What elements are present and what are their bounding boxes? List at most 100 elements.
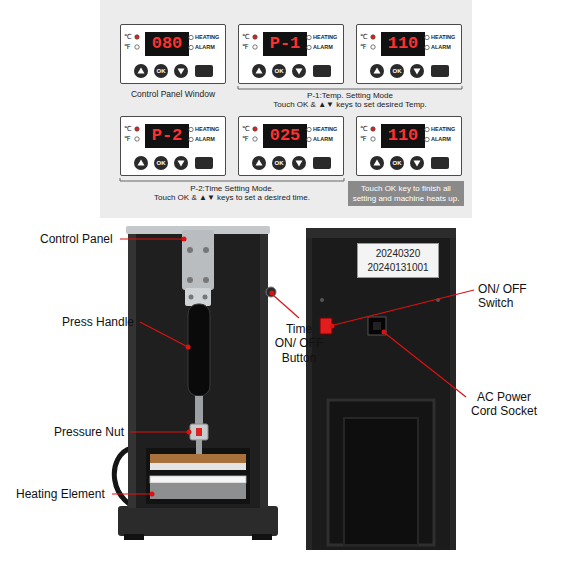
fahrenheit-indicator: ℉ xyxy=(124,43,131,51)
part-label: Pressure Nut xyxy=(54,425,124,439)
indicator-led xyxy=(425,137,429,141)
celsius-indicator: ℃ xyxy=(124,33,132,41)
upper-plate xyxy=(150,463,246,470)
display-window xyxy=(381,32,425,56)
ok-button-label: OK xyxy=(272,158,286,168)
leader-line xyxy=(273,295,299,318)
up-arrow-symbol xyxy=(138,160,145,166)
panel-button xyxy=(431,157,449,169)
indicator-led xyxy=(425,45,429,49)
indicator-led xyxy=(307,45,311,49)
display-digits: P-1 xyxy=(263,32,307,56)
panel-button xyxy=(174,156,188,170)
panel-button xyxy=(313,65,331,77)
indicator-led xyxy=(135,127,139,131)
bolt xyxy=(203,277,209,283)
panel-button xyxy=(390,156,404,170)
leader-dot xyxy=(330,324,335,329)
control-panel: P-2℃℉HEATINGALARMOK xyxy=(120,116,226,176)
panel-button xyxy=(195,157,213,169)
caption: P-1:Temp. Setting Mode xyxy=(238,91,462,101)
fahrenheit-indicator: ℉ xyxy=(360,135,367,143)
leader-lines xyxy=(112,239,474,494)
indicator-led xyxy=(253,127,257,131)
leader-dot xyxy=(270,291,275,296)
display-digits: P-2 xyxy=(145,124,189,148)
panel-button xyxy=(390,64,404,78)
part-label: Press Handle xyxy=(62,315,134,329)
indicator-led xyxy=(425,127,429,131)
bolt xyxy=(203,247,209,253)
display-window xyxy=(263,32,307,56)
handle-link xyxy=(185,288,211,306)
display-window xyxy=(263,124,307,148)
panel-art xyxy=(121,25,224,82)
press-cavity xyxy=(146,448,250,504)
up-arrow-symbol xyxy=(256,68,263,74)
socket-pins xyxy=(373,322,381,330)
alarm-indicator: ALARM xyxy=(195,44,215,51)
leader-dot xyxy=(186,345,191,350)
indicator-led xyxy=(253,45,257,49)
panel-button xyxy=(195,65,213,77)
bolt xyxy=(189,295,194,300)
fahrenheit-indicator: ℉ xyxy=(242,43,249,51)
machine-base xyxy=(118,506,278,536)
note-text: Touch OK key to finish all setting and m… xyxy=(352,184,460,203)
up-arrow-symbol xyxy=(374,160,381,166)
indicator-led xyxy=(253,35,257,39)
press-shaft xyxy=(196,440,202,454)
indicator-led xyxy=(371,45,375,49)
down-arrow-symbol xyxy=(296,69,303,75)
caption-bracket xyxy=(120,178,344,181)
indicator-led xyxy=(371,35,375,39)
control-panel: 110℃℉HEATINGALARMOK xyxy=(356,24,462,84)
control-panel: 080℃℉HEATINGALARMOK xyxy=(120,24,226,84)
machine-foot xyxy=(252,534,272,540)
panel-button xyxy=(154,156,168,170)
panel-art xyxy=(239,117,342,174)
part-label: Control Panel xyxy=(40,232,113,246)
display-digits: 110 xyxy=(381,124,425,148)
panel-art xyxy=(239,25,342,82)
bolt xyxy=(203,295,208,300)
display-digits: 080 xyxy=(145,32,189,56)
leader-line xyxy=(120,238,182,239)
ok-button-label: OK xyxy=(154,158,168,168)
rear-recess xyxy=(328,400,434,545)
machine-foot xyxy=(124,534,144,540)
heating-indicator: HEATING xyxy=(431,126,455,133)
panel-art xyxy=(357,25,460,82)
indicator-led xyxy=(135,35,139,39)
fahrenheit-indicator: ℉ xyxy=(242,135,249,143)
down-arrow-symbol xyxy=(178,161,185,167)
panel-button xyxy=(410,64,424,78)
caption: Touch OK & ▲▼ keys to set a desired time… xyxy=(120,193,344,203)
panel-art xyxy=(121,117,224,174)
indicator-led xyxy=(253,137,257,141)
indicator-led xyxy=(307,127,311,131)
power-socket xyxy=(368,317,386,335)
panel-button xyxy=(292,156,306,170)
panel-button xyxy=(252,64,266,78)
panel-button xyxy=(292,64,306,78)
indicator-led xyxy=(307,35,311,39)
indicator-led xyxy=(189,35,193,39)
down-arrow-symbol xyxy=(414,161,421,167)
handle-bracket xyxy=(182,230,214,290)
press-handle xyxy=(188,304,210,396)
celsius-indicator: ℃ xyxy=(242,125,250,133)
heating-indicator: HEATING xyxy=(313,126,337,133)
nut-mark xyxy=(196,428,202,436)
display-window xyxy=(381,124,425,148)
body-edge xyxy=(260,232,268,508)
panel-art xyxy=(357,117,460,174)
panel-button xyxy=(134,156,148,170)
display-window xyxy=(145,124,189,148)
alarm-indicator: ALARM xyxy=(195,136,215,143)
serial-number: 20240131001 xyxy=(362,261,434,275)
leader-dots xyxy=(150,237,387,497)
control-panel: P-1℃℉HEATINGALARMOK xyxy=(238,24,344,84)
part-label: Time ON/ OFF Button xyxy=(274,322,324,365)
leader-dot xyxy=(150,492,155,497)
